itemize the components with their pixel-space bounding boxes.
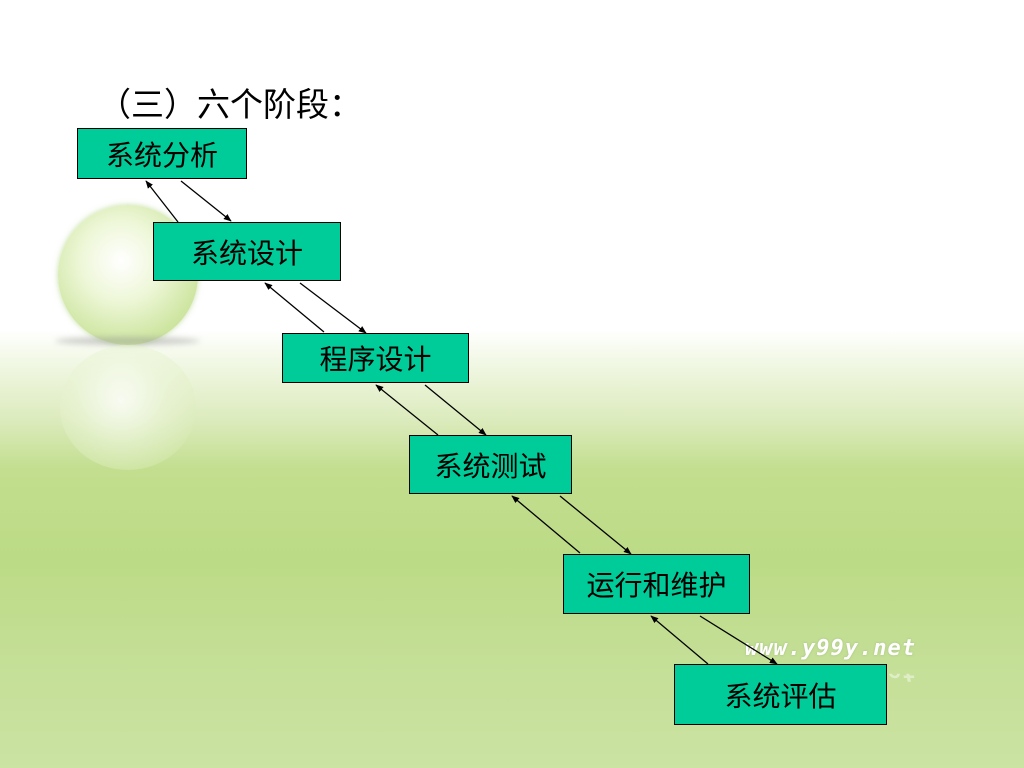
decorative-bubble-reflection	[60, 345, 196, 470]
arrow-forward-4	[559, 495, 632, 555]
stage-system-testing: 系统测试	[409, 435, 572, 494]
stage-system-design: 系统设计	[153, 222, 341, 281]
arrow-back-4	[511, 495, 581, 554]
stage-operation-maintenance: 运行和维护	[563, 554, 750, 614]
stage-program-design: 程序设计	[282, 333, 469, 383]
arrow-forward-2	[299, 282, 367, 334]
stage-system-evaluation: 系统评估	[674, 664, 887, 725]
stage-system-analysis: 系统分析	[77, 128, 247, 179]
decorative-bubble-shadow	[55, 337, 200, 345]
watermark: www.y99y.net	[745, 636, 916, 661]
arrow-back-2	[264, 282, 325, 333]
arrow-forward-3	[424, 384, 487, 436]
arrow-back-3	[375, 384, 439, 436]
arrow-back-5	[650, 615, 709, 665]
arrow-forward-5	[699, 615, 778, 665]
arrow-forward-1	[180, 180, 232, 222]
slide-title: （三）六个阶段：	[98, 85, 362, 124]
arrow-back-1	[145, 180, 179, 223]
